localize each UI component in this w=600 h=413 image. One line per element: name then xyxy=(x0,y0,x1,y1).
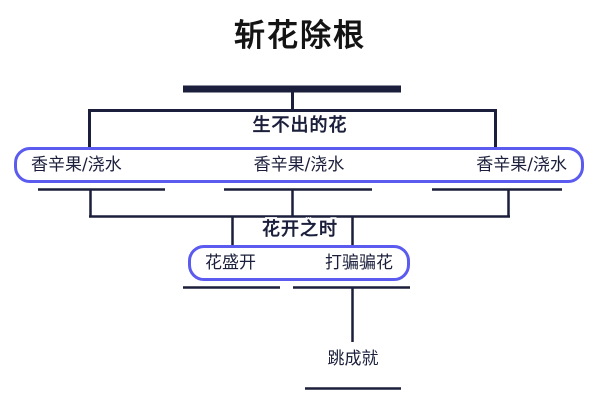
stage-1-item-3[interactable]: 香辛果/浇水 xyxy=(476,155,567,175)
stage-2-item-2[interactable]: 打骗骗花 xyxy=(325,253,393,273)
stage-label-生不出的花: 生不出的花 xyxy=(252,115,348,136)
stage-1-item-box[interactable]: 香辛果/浇水 香辛果/浇水 香辛果/浇水 xyxy=(14,147,584,183)
stage-label-花开之时: 花开之时 xyxy=(262,219,338,240)
stage-1-item-1[interactable]: 香辛果/浇水 xyxy=(31,155,122,175)
stage-1-item-2[interactable]: 香辛果/浇水 xyxy=(253,155,345,175)
diagram-title: 斩花除根 xyxy=(234,18,366,54)
terminal-node: 跳成就 xyxy=(327,349,379,369)
stage-2-item-box[interactable]: 花盛开 打骗骗花 xyxy=(188,245,410,281)
stage-2-item-1[interactable]: 花盛开 xyxy=(205,253,256,273)
